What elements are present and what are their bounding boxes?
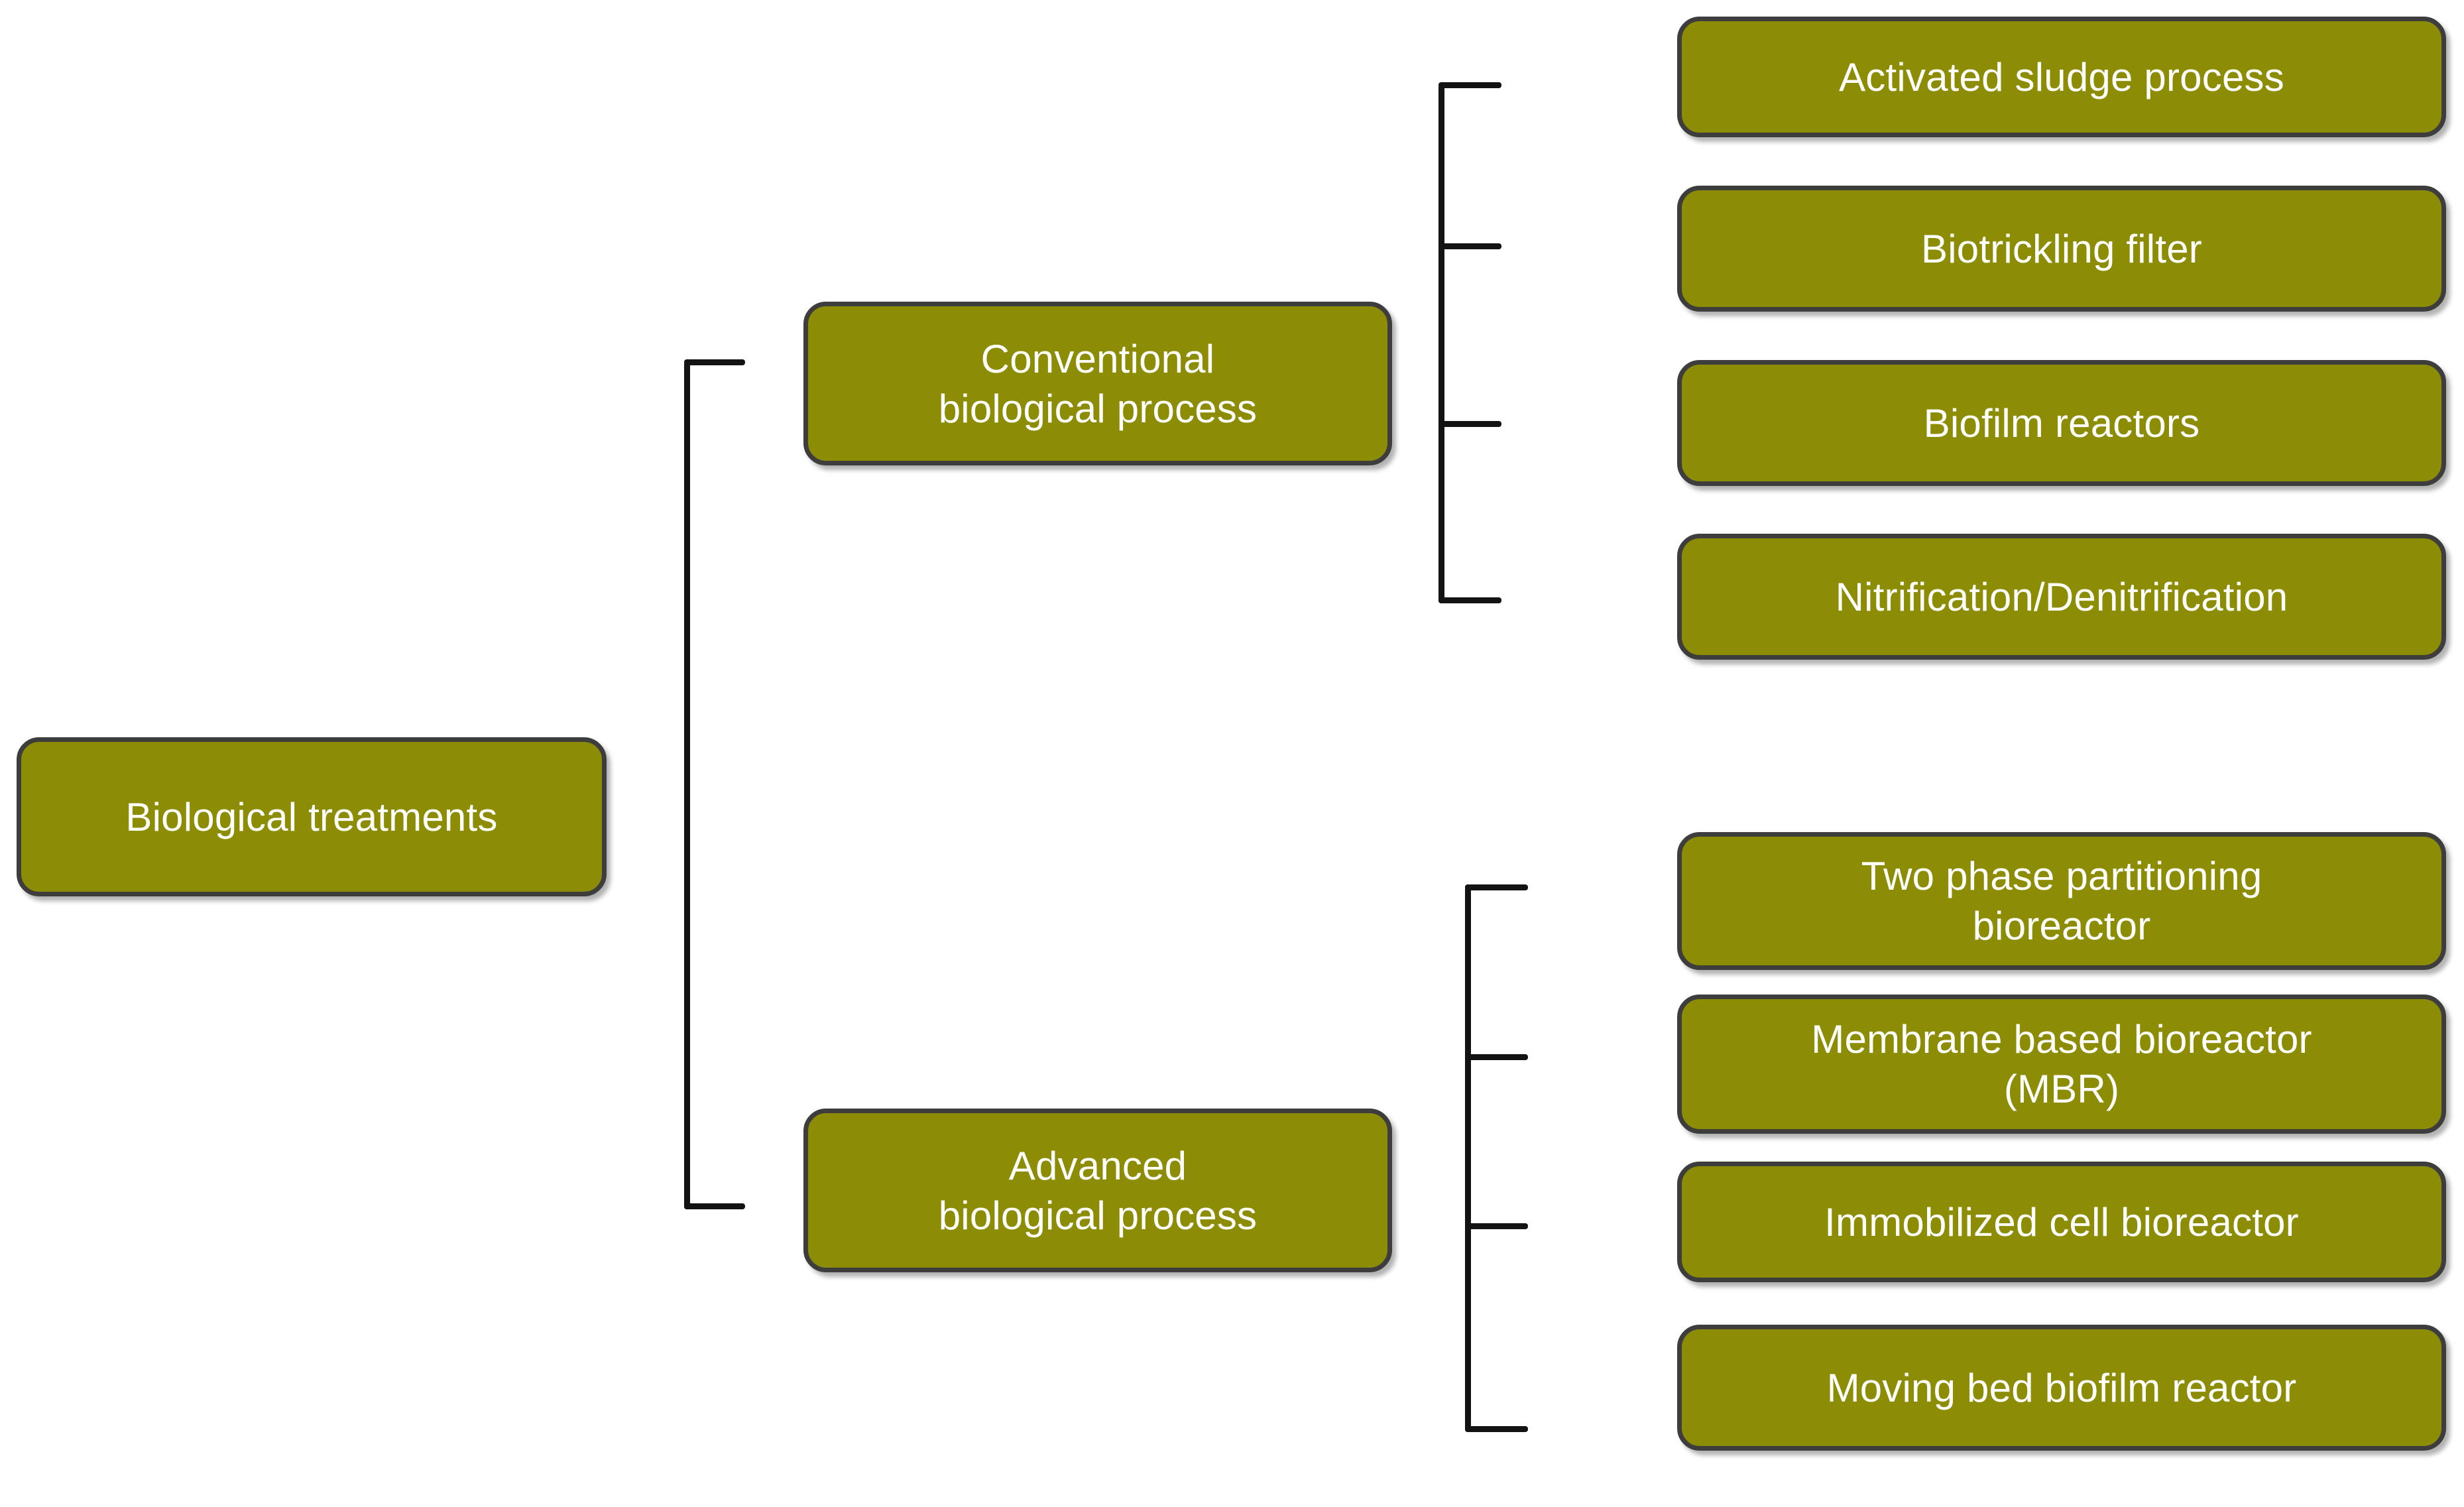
node-moving-bed-biofilm-reactor[interactable]: Moving bed biofilm reactor [1677,1325,2446,1451]
node-conventional-biological-process[interactable]: Conventional biological process [803,302,1392,465]
node-label: Advanced biological process [938,1143,1258,1238]
node-label: Biofilm reactors [1923,400,2200,446]
node-advanced-biological-process[interactable]: Advanced biological process [803,1109,1392,1272]
bracket-advanced-to-leaves [1465,884,1528,1432]
bracket-stub-leaf-1 [1438,82,1501,88]
node-label: Biological treatments [125,794,498,839]
bracket-conventional-to-leaves [0,0,1591,663]
bracket-spine [1438,85,1444,603]
node-membrane-based-bioreactor[interactable]: Membrane based bioreactor (MBR) [1677,995,2446,1134]
node-label: Nitrification/Denitrification [1835,574,2288,619]
bracket-spine [1465,887,1471,1432]
node-biotrickling-filter[interactable]: Biotrickling filter [1677,186,2446,312]
node-biofilm-reactors[interactable]: Biofilm reactors [1677,360,2446,486]
node-immobilized-cell-bioreactor[interactable]: Immobilized cell bioreactor [1677,1162,2446,1282]
node-activated-sludge-process[interactable]: Activated sludge process [1677,17,2446,137]
bracket-stub-leaf-2 [1438,243,1501,249]
bracket-stub-leaf-4 [1438,597,1501,603]
node-biological-treatments[interactable]: Biological treatments [17,737,607,896]
node-two-phase-partitioning-bioreactor[interactable]: Two phase partitioning bioreactor [1677,832,2446,970]
node-label: Moving bed biofilm reactor [1826,1365,2297,1410]
node-label: Conventional biological process [938,336,1258,431]
node-label: Membrane based bioreactor (MBR) [1811,1017,2312,1111]
node-label: Biotrickling filter [1921,226,2202,271]
node-label: Two phase partitioning bioreactor [1861,854,2262,948]
node-label: Activated sludge process [1839,54,2284,99]
node-nitrification-denitrification[interactable]: Nitrification/Denitrification [1677,534,2446,660]
bracket-stub-leaf-7 [1465,1223,1528,1229]
bracket-stub-leaf-6 [1465,1054,1528,1060]
bracket-stub-top [684,359,745,365]
bracket-spine [684,362,690,1209]
bracket-stub-bottom [684,1203,745,1209]
node-label: Immobilized cell bioreactor [1824,1199,2299,1244]
bracket-stub-leaf-8 [1465,1426,1528,1432]
bracket-stub-leaf-3 [1438,421,1501,427]
bracket-root-to-branches [0,0,769,1507]
bracket-stub-leaf-5 [1465,884,1528,890]
